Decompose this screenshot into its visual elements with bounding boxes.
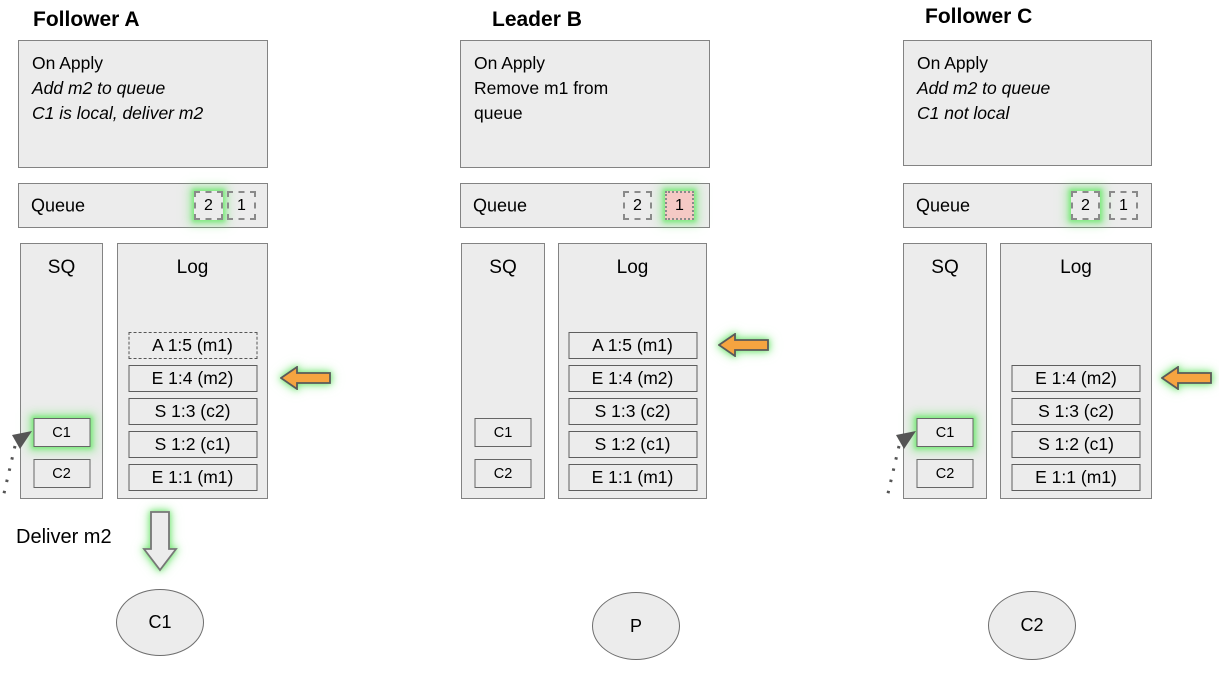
sq-box-c: SQ C1 C2 xyxy=(903,243,987,499)
log-entry: S 1:2 (c1) xyxy=(128,431,257,458)
on-apply-note-a: On Apply Add m2 to queue C1 is local, de… xyxy=(18,40,268,168)
queue-item-2: 2 xyxy=(623,191,652,220)
log-entry: E 1:1 (m1) xyxy=(568,464,697,491)
queue-item-1: 1 xyxy=(665,191,694,220)
log-entry: A 1:5 (m1) xyxy=(568,332,697,359)
log-entries-c: E 1:4 (m2) S 1:3 (c2) S 1:2 (c1) E 1:1 (… xyxy=(1011,365,1141,491)
on-apply-note-b: On Apply Remove m1 from queue xyxy=(460,40,710,168)
sq-item-c1: C1 xyxy=(474,418,532,447)
log-box-a: Log A 1:5 (m1) E 1:4 (m2) S 1:3 (c2) S 1… xyxy=(117,243,268,499)
log-entry: S 1:3 (c2) xyxy=(1011,398,1141,425)
log-label: Log xyxy=(1060,257,1092,278)
log-box-c: Log E 1:4 (m2) S 1:3 (c2) S 1:2 (c1) E 1… xyxy=(1000,243,1152,499)
log-entry: E 1:4 (m2) xyxy=(568,365,697,392)
log-entry: E 1:4 (m2) xyxy=(1011,365,1141,392)
log-entry: S 1:2 (c1) xyxy=(568,431,697,458)
sq-item-c2: C2 xyxy=(916,459,974,488)
on-apply-line: queue xyxy=(474,103,523,124)
client-node-c1: C1 xyxy=(116,589,204,656)
sq-items-b: C1 C2 xyxy=(474,418,532,488)
on-apply-line: Remove m1 from xyxy=(474,78,609,99)
sq-item-c2: C2 xyxy=(33,459,90,488)
log-box-b: Log A 1:5 (m1) E 1:4 (m2) S 1:3 (c2) S 1… xyxy=(558,243,707,499)
log-entry: E 1:4 (m2) xyxy=(128,365,257,392)
log-entry: A 1:5 (m1) xyxy=(128,332,257,359)
on-apply-line: C1 not local xyxy=(917,103,1010,124)
on-apply-line: On Apply xyxy=(474,53,546,73)
log-label: Log xyxy=(176,257,209,278)
log-entry: S 1:3 (c2) xyxy=(128,398,257,425)
on-apply-line: Add m2 to queue xyxy=(917,78,1051,99)
sq-item-c1: C1 xyxy=(33,418,90,447)
log-entry: S 1:2 (c1) xyxy=(1011,431,1141,458)
sq-box-b: SQ C1 C2 xyxy=(461,243,545,499)
sq-item-c1: C1 xyxy=(916,418,974,447)
queue-box-b: Queue 2 1 xyxy=(460,183,710,228)
deliver-label: Deliver m2 xyxy=(16,526,112,548)
apply-pointer-arrow-icon xyxy=(1161,366,1212,390)
queue-box-a: Queue 2 1 xyxy=(18,183,268,228)
log-entries-a: A 1:5 (m1) E 1:4 (m2) S 1:3 (c2) S 1:2 (… xyxy=(128,332,257,491)
dotted-pointer-arrow-icon xyxy=(884,431,916,503)
log-entry: E 1:1 (m1) xyxy=(128,464,257,491)
sq-items-a: C1 C2 xyxy=(33,418,90,488)
sq-label: SQ xyxy=(489,257,517,278)
apply-pointer-arrow-icon xyxy=(718,333,769,357)
proposer-node-p: P xyxy=(592,592,680,660)
sq-label: SQ xyxy=(931,257,959,278)
sq-box-a: SQ C1 C2 xyxy=(20,243,103,499)
column-title-follower-c: Follower C xyxy=(925,5,1033,28)
column-title-follower-a: Follower A xyxy=(33,8,140,31)
on-apply-note-c: On Apply Add m2 to queue C1 not local xyxy=(903,40,1152,166)
column-title-leader-b: Leader B xyxy=(492,8,582,31)
on-apply-line: On Apply xyxy=(917,53,989,73)
on-apply-line: Add m2 to queue xyxy=(32,78,166,99)
deliver-down-arrow-icon xyxy=(142,511,178,572)
queue-item-1: 1 xyxy=(227,191,256,220)
log-entries-b: A 1:5 (m1) E 1:4 (m2) S 1:3 (c2) S 1:2 (… xyxy=(568,332,697,491)
log-entry: S 1:3 (c2) xyxy=(568,398,697,425)
client-node-c2: C2 xyxy=(988,591,1076,660)
sq-item-c2: C2 xyxy=(474,459,532,488)
apply-pointer-arrow-icon xyxy=(280,366,331,390)
log-label: Log xyxy=(616,257,649,278)
log-entry: E 1:1 (m1) xyxy=(1011,464,1141,491)
sq-items-c: C1 C2 xyxy=(916,418,974,488)
queue-item-2: 2 xyxy=(1071,191,1100,220)
queue-items-a: 2 1 xyxy=(194,191,256,220)
queue-items-b: 2 1 xyxy=(623,191,694,220)
queue-label: Queue xyxy=(916,195,971,215)
sq-label: SQ xyxy=(47,257,76,278)
queue-item-1: 1 xyxy=(1109,191,1138,220)
on-apply-line: C1 is local, deliver m2 xyxy=(32,103,204,124)
queue-label: Queue xyxy=(473,195,528,215)
queue-label: Queue xyxy=(31,195,86,215)
on-apply-line: On Apply xyxy=(32,53,104,73)
queue-box-c: Queue 2 1 xyxy=(903,183,1152,228)
queue-items-c: 2 1 xyxy=(1071,191,1138,220)
dotted-pointer-arrow-icon xyxy=(0,431,32,503)
queue-item-2: 2 xyxy=(194,191,223,220)
